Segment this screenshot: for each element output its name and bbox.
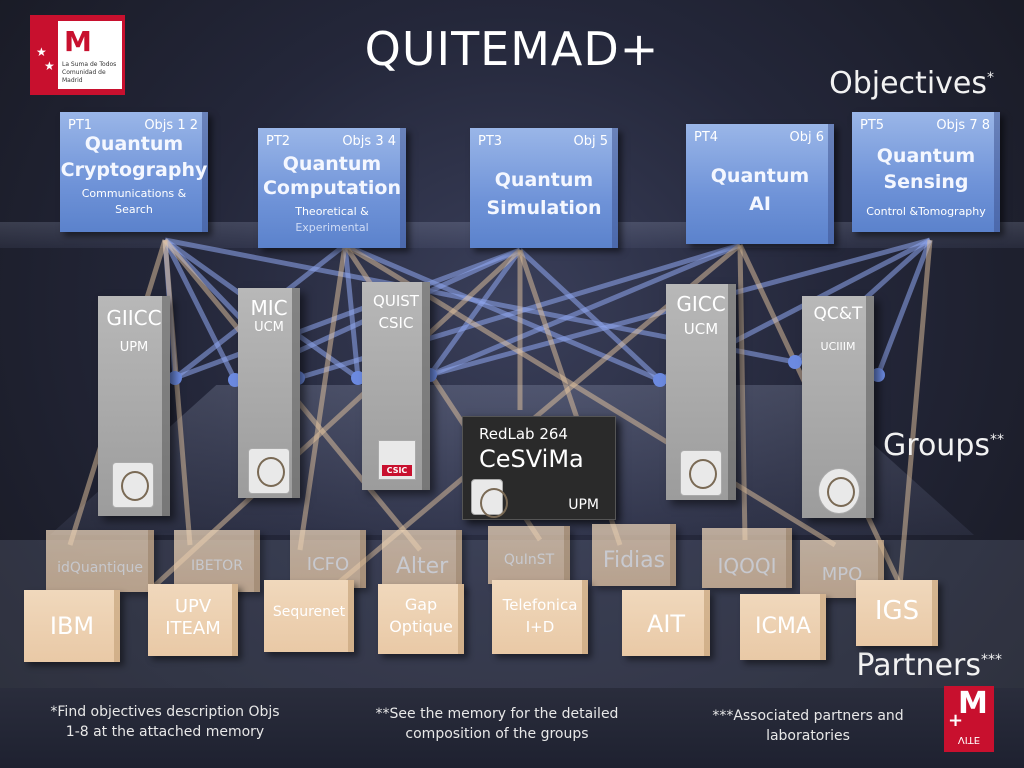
uc3m-seal-icon bbox=[818, 468, 860, 514]
group-quist: QUIST CSIC CSIC bbox=[362, 282, 430, 490]
ucm-seal-icon bbox=[248, 448, 290, 494]
group-giicc: GIICC UPM bbox=[98, 296, 170, 516]
csic-badge-icon: CSIC bbox=[378, 440, 416, 480]
layer-label-objectives: Objectives* bbox=[829, 66, 994, 101]
partner-iqoqi: IQOQI bbox=[702, 528, 792, 588]
group-qct: QC&T UCIIIM bbox=[802, 296, 874, 518]
group-gicc: GICC UCM bbox=[666, 284, 736, 500]
layer-label-partners: Partners*** bbox=[856, 648, 1002, 683]
redlab-cesvima: RedLab 264 CeSViMa UPM bbox=[462, 416, 616, 520]
partner-igs: IGS bbox=[856, 580, 938, 646]
layer-label-groups: Groups** bbox=[883, 428, 1004, 463]
madrid-vite-logo: M + VITE bbox=[944, 686, 994, 752]
partner-idquantique: idQuantique bbox=[46, 530, 154, 592]
upm-seal-icon bbox=[112, 462, 154, 508]
partner-sequrenet: Sequrenet bbox=[264, 580, 354, 652]
partner-icfo: ICFO bbox=[290, 530, 366, 588]
partner-fidias: Fidias bbox=[592, 524, 676, 586]
partner-quinst: QuInST bbox=[488, 526, 570, 584]
partner-alter: Alter bbox=[382, 530, 462, 590]
page-title: QUITEMAD+ bbox=[364, 22, 660, 76]
logo-subtitle: La Suma de Todos Comunidad de Madrid bbox=[62, 61, 117, 84]
partner-icma: ICMA bbox=[740, 594, 826, 660]
partner-ibetor: IBETOR bbox=[174, 530, 260, 592]
partner-ibm: IBM bbox=[24, 590, 120, 662]
group-mic: MIC UCM bbox=[238, 288, 300, 498]
group-nodes bbox=[168, 355, 885, 387]
ucm-seal-icon bbox=[680, 450, 722, 496]
comunidad-madrid-logo: ★ ★ M La Suma de Todos Comunidad de Madr… bbox=[30, 15, 125, 95]
partner-ait: AIT bbox=[622, 590, 710, 656]
logo-letters: M bbox=[64, 25, 92, 58]
footer-bar bbox=[0, 688, 1024, 768]
upm-seal-icon bbox=[471, 479, 508, 518]
